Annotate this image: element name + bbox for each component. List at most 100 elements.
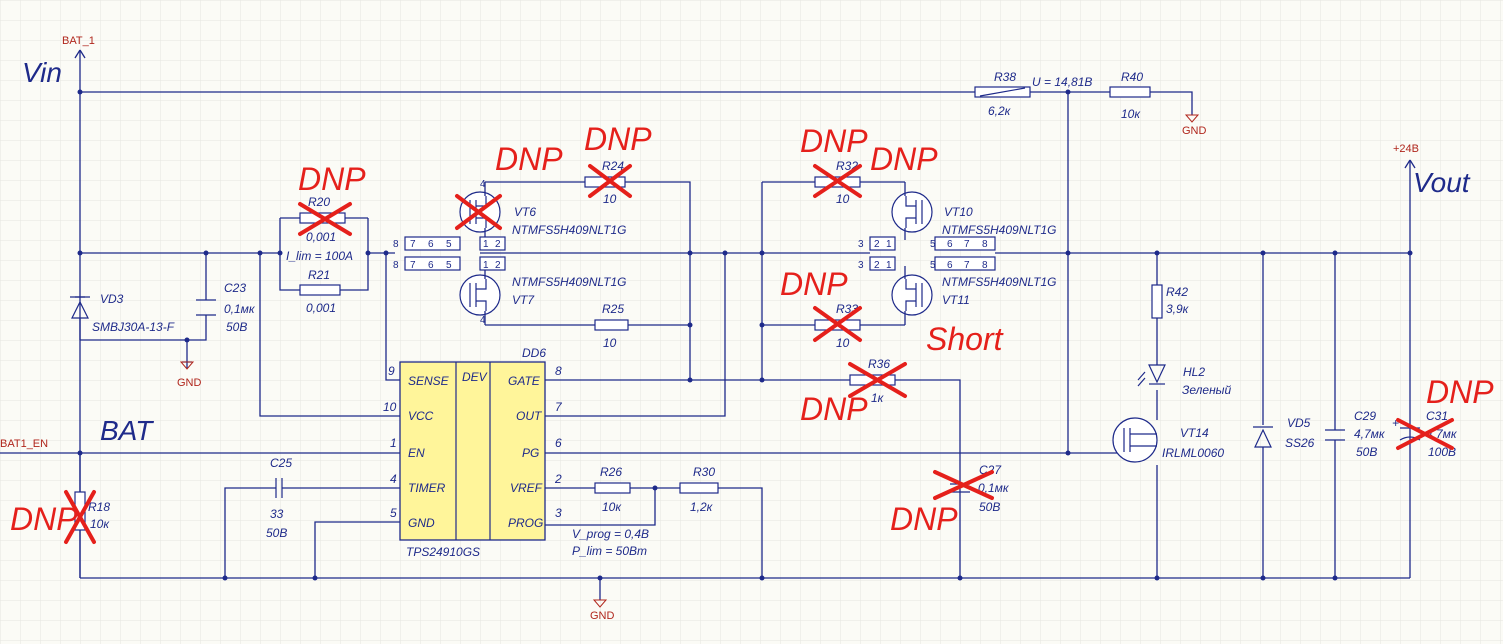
dnp-vt10: DNP <box>870 141 938 177</box>
resistor-r30: R30 1,2к <box>679 465 719 514</box>
r33-value: 10 <box>836 336 850 350</box>
ic-note-vprog: V_prog = 0,4В <box>572 527 649 541</box>
svg-text:8: 8 <box>982 260 988 271</box>
led-hl2: HL2 Зеленый <box>1137 364 1232 397</box>
dnp-r36: DNP <box>800 391 868 427</box>
resistor-r25: R25 10 <box>594 302 629 350</box>
svg-text:GATE: GATE <box>508 374 541 388</box>
resistor-r38: R38 6,2к <box>974 70 1031 118</box>
resistor-r26: R26 10к <box>594 465 631 514</box>
svg-text:2: 2 <box>874 260 880 271</box>
svg-text:5: 5 <box>446 239 452 250</box>
svg-text:PG: PG <box>522 446 539 460</box>
mosfet-vt14: VT14 IRLML0060 <box>1112 417 1224 463</box>
resistor-r21: R21 0,001 <box>299 268 341 315</box>
capacitor-c23: C23 0,1мк 50В <box>196 281 256 334</box>
svg-text:8: 8 <box>393 260 399 271</box>
mosfet-vt7: 4 NTMFS5H409NLT1G VT7 <box>459 266 626 326</box>
r26-ref: R26 <box>600 465 622 479</box>
svg-text:6: 6 <box>428 260 434 271</box>
mosfet-pin-blocks: 8 8 7 6 5 7 6 5 1 2 1 2 3 3 2 1 2 1 5 6 … <box>393 236 996 271</box>
svg-text:7: 7 <box>964 239 970 250</box>
c31-plus: + <box>1392 416 1399 430</box>
svg-text:3: 3 <box>858 260 864 271</box>
r18-ref: R18 <box>88 500 110 514</box>
vout-label: Vout <box>1413 167 1471 198</box>
r26-value: 10к <box>602 500 622 514</box>
svg-text:2: 2 <box>495 260 501 271</box>
svg-text:7: 7 <box>410 260 416 271</box>
svg-text:1: 1 <box>483 239 489 250</box>
r30-ref: R30 <box>693 465 715 479</box>
svg-text:PROG: PROG <box>508 516 543 530</box>
c25-ref: C25 <box>270 456 292 470</box>
svg-text:VCC: VCC <box>408 409 434 423</box>
vin-label: Vin <box>22 57 62 88</box>
vd3-value: SMBJ30A-13-F <box>92 320 175 334</box>
schottky-diode-vd5: VD5 SS26 <box>1253 416 1315 450</box>
gnd-symbol-1: GND <box>177 361 202 389</box>
gnd-label-2: GND <box>1182 125 1207 137</box>
c23-voltage: 50В <box>226 320 247 334</box>
svg-text:GND: GND <box>408 516 435 530</box>
wires <box>0 50 1411 600</box>
svg-text:1: 1 <box>483 260 489 271</box>
mosfet-vt11: NTMFS5H409NLT1G VT11 <box>891 266 1056 325</box>
dnp-c27: DNP <box>890 501 958 537</box>
gnd-label-3: GND <box>590 610 615 622</box>
short-label: Short <box>926 321 1004 357</box>
r42-value: 3,9к <box>1166 302 1190 316</box>
capacitor-c31: + C31 4,7мк 100В <box>1392 409 1458 459</box>
voltage-label: U = 14,81В <box>1032 75 1092 89</box>
ic-note-plim: P_lim = 50Вт <box>572 544 647 558</box>
r24-value: 10 <box>603 192 617 206</box>
vt14-value: IRLML0060 <box>1162 446 1224 460</box>
c29-ref: C29 <box>1354 409 1376 423</box>
r25-ref: R25 <box>602 302 624 316</box>
svg-text:TIMER: TIMER <box>408 481 446 495</box>
gnd-symbol-3: GND <box>590 599 615 622</box>
c29-value: 4,7мк <box>1354 427 1386 441</box>
resistor-r40: R40 10к <box>1109 70 1151 121</box>
svg-text:4: 4 <box>480 315 486 326</box>
svg-text:OUT: OUT <box>516 409 543 423</box>
svg-text:5: 5 <box>930 239 936 250</box>
svg-text:6: 6 <box>947 260 953 271</box>
svg-text:8: 8 <box>393 239 399 250</box>
plus24-label: +24В <box>1393 143 1419 155</box>
resistor-r42: R42 3,9к <box>1151 284 1190 319</box>
svg-text:1: 1 <box>886 260 892 271</box>
hl2-value: Зеленый <box>1182 383 1232 397</box>
r25-value: 10 <box>603 336 617 350</box>
r20-note: I_lim = 100A <box>286 249 353 263</box>
svg-text:8: 8 <box>555 364 562 378</box>
vt10-ref: VT10 <box>944 205 973 219</box>
junctions <box>77 89 1413 581</box>
dnp-r33: DNP <box>780 266 848 302</box>
bat1-en-label: BAT1_EN <box>0 438 48 450</box>
svg-text:6: 6 <box>555 436 562 450</box>
c23-value: 0,1мк <box>224 302 256 316</box>
dnp-r32: DNP <box>800 123 868 159</box>
vd5-ref: VD5 <box>1287 416 1311 430</box>
bat1-label: BAT_1 <box>62 35 95 47</box>
svg-text:5: 5 <box>930 260 936 271</box>
svg-text:3: 3 <box>858 239 864 250</box>
svg-text:7: 7 <box>410 239 416 250</box>
ic-part: TPS24910GS <box>406 545 480 559</box>
capacitor-c25: C25 33 50В <box>266 456 292 540</box>
dnp-vt6: DNP <box>495 141 563 177</box>
svg-text:2: 2 <box>495 239 501 250</box>
c29-voltage: 50В <box>1356 445 1377 459</box>
c27-voltage: 50В <box>979 500 1000 514</box>
tvs-diode-vd3: VD3 SMBJ30A-13-F <box>70 292 175 340</box>
r38-value: 6,2к <box>988 104 1012 118</box>
c25-voltage: 50В <box>266 526 287 540</box>
r30-value: 1,2к <box>690 500 714 514</box>
svg-text:4: 4 <box>480 179 486 190</box>
vt7-ref: VT7 <box>512 293 535 307</box>
dnp-r18: DNP <box>10 501 78 537</box>
r24-ref: R24 <box>602 159 624 173</box>
